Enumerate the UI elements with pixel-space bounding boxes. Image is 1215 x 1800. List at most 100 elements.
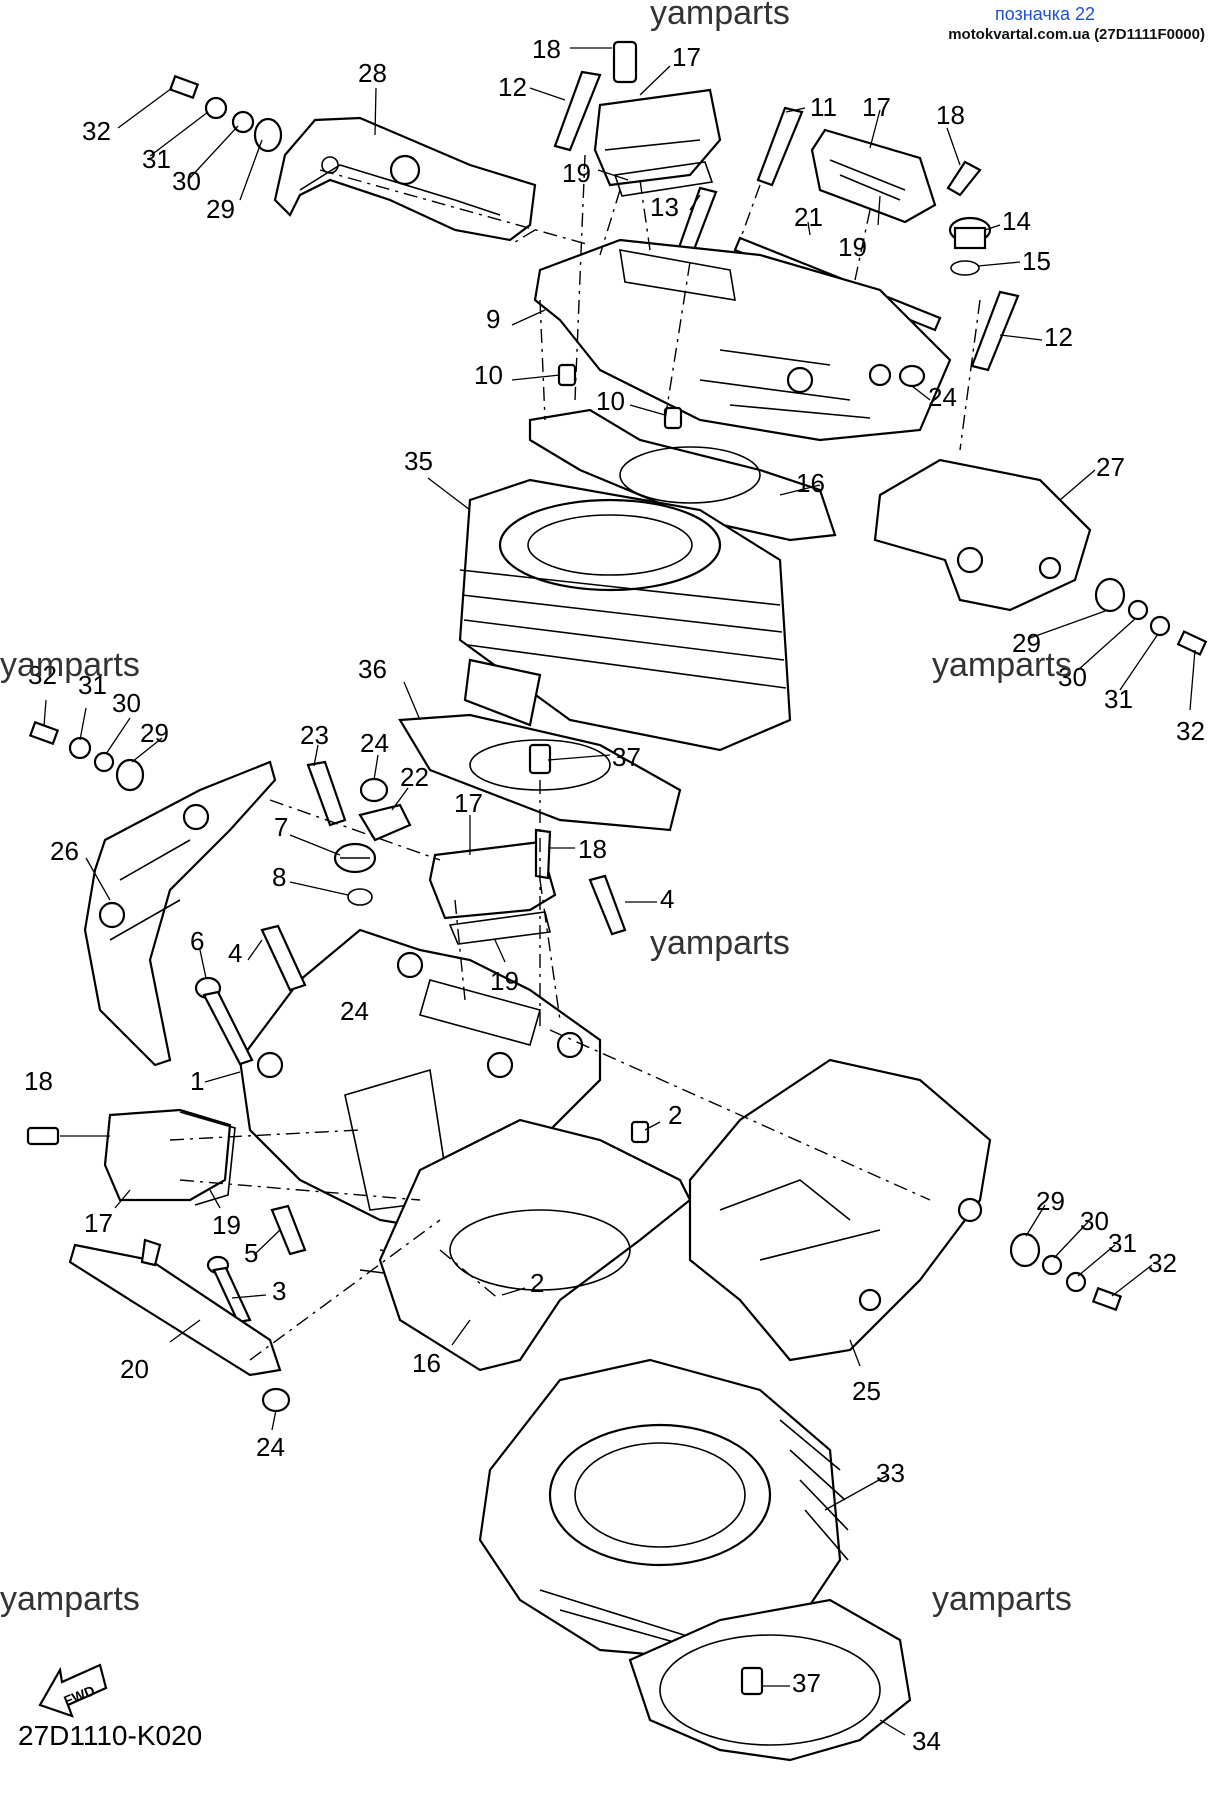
callout-label: 35 (404, 446, 433, 476)
part-12-bolt-top (553, 70, 602, 152)
callout-label: 4 (228, 938, 242, 968)
callout-label: 19 (838, 232, 867, 262)
hardware-right-upper (1094, 577, 1208, 656)
callout-label: 8 (272, 862, 286, 892)
callout-label: 18 (24, 1066, 53, 1096)
callout-label: 17 (862, 92, 891, 122)
part-4-bolts (260, 874, 627, 992)
callout-label: 6 (190, 926, 204, 956)
callout-label: 14 (1002, 206, 1031, 236)
assembly-lines (169, 154, 981, 1361)
callout-label: 31 (78, 670, 107, 700)
part-9-head-rear (533, 238, 952, 442)
part-35-cylinder-rear (458, 478, 792, 752)
part-5-bolt (270, 1204, 307, 1256)
callout-label: 18 (936, 100, 965, 130)
callout-label: 31 (1108, 1228, 1137, 1258)
callout-label: 27 (1096, 452, 1125, 482)
callout-label: 32 (82, 116, 111, 146)
part-17-cover-right (810, 128, 937, 224)
part-28-cover (273, 116, 537, 242)
callout-label: 10 (596, 386, 625, 416)
callout-label: 12 (1044, 322, 1073, 352)
callout-labels: 1 2 2 3 4 4 5 6 7 8 9 10 10 11 12 12 13 … (24, 34, 1205, 1756)
callout-label: 36 (358, 654, 387, 684)
callout-label: 21 (794, 202, 823, 232)
callout-label: 20 (120, 1354, 149, 1384)
watermarks: yamparts yamparts yamparts yamparts yamp… (0, 0, 1072, 1618)
part-27-cover-right (873, 458, 1092, 612)
part-16-gasket-upper (528, 408, 837, 542)
callout-label: 24 (928, 382, 957, 412)
callout-label: 15 (1022, 246, 1051, 276)
watermark-text: yamparts (932, 1580, 1072, 1618)
callout-label: 11 (810, 92, 837, 122)
callout-label: 30 (172, 166, 201, 196)
callout-label: 18 (532, 34, 561, 64)
part-16-gasket-lower (378, 1118, 692, 1372)
callout-label: 24 (256, 1432, 285, 1462)
header-source: motokvartal.com.ua (27D1111F0000) (948, 26, 1205, 43)
callout-label: 30 (1058, 662, 1087, 692)
callout-label: 16 (412, 1348, 441, 1378)
callout-label: 31 (142, 144, 171, 174)
callout-label: 4 (660, 884, 674, 914)
part-25-cover-front (688, 1058, 992, 1362)
part-19-gasket-top (613, 161, 714, 197)
callout-label: 17 (84, 1208, 113, 1238)
callout-label: 37 (792, 1668, 821, 1698)
part-24-nut-mid (359, 777, 389, 803)
callout-label: 32 (1176, 716, 1205, 746)
callout-label: 24 (360, 728, 389, 758)
callout-label: 19 (562, 158, 591, 188)
part-24-nut-bottom (261, 1387, 291, 1413)
callout-label: 22 (400, 762, 429, 792)
part-24-nut-top (898, 364, 926, 388)
callout-label: 32 (1148, 1248, 1177, 1278)
callout-label: 5 (244, 1238, 258, 1268)
part-6-bolt (194, 976, 254, 1066)
part-3-bolt (206, 1255, 252, 1324)
callout-label: 23 (300, 720, 329, 750)
callout-label: 29 (1012, 628, 1041, 658)
part-20-bracket (68, 1238, 282, 1377)
part-33-cylinder-front (478, 1358, 849, 1662)
diagram-code: 27D1110-K020 (18, 1720, 203, 1751)
callout-label: 29 (206, 194, 235, 224)
callout-label: 37 (612, 742, 641, 772)
part-17-cover-left (103, 1108, 236, 1206)
part-12-bolt-right (970, 290, 1020, 372)
leader-lines (43, 47, 1196, 1736)
watermark-text: yamparts (650, 924, 790, 962)
part-37-dowel-lower (740, 1666, 764, 1696)
callout-label: 28 (358, 58, 387, 88)
callout-label: 31 (1104, 684, 1133, 714)
callout-label: 2 (530, 1268, 544, 1298)
part-18-bolt-left (26, 1126, 60, 1146)
watermark-text: yamparts (0, 646, 140, 684)
callout-label: 3 (272, 1276, 286, 1306)
watermark-text: yamparts (0, 1580, 140, 1618)
callout-label: 33 (876, 1458, 905, 1488)
part-17-cover-top (593, 40, 722, 187)
callout-label: 9 (486, 304, 500, 334)
callout-label: 29 (140, 718, 169, 748)
part-14-plug (948, 216, 992, 276)
part-34-gasket-bottom (628, 1598, 912, 1762)
hardware-top-left (168, 74, 283, 153)
hardware-left (28, 720, 145, 792)
callout-label: 12 (498, 72, 527, 102)
callout-label: 19 (212, 1210, 241, 1240)
callout-label: 29 (1036, 1186, 1065, 1216)
part-37-dowel-upper (528, 743, 552, 775)
callout-label: 7 (274, 812, 288, 842)
callout-label: 17 (672, 42, 701, 72)
callout-label: 13 (650, 192, 679, 222)
part-23-bolt (306, 760, 347, 827)
callout-label: 17 (454, 788, 483, 818)
callout-label: 25 (852, 1376, 881, 1406)
part-11-bolt (756, 106, 804, 187)
part-18-bolt-mid (534, 828, 552, 880)
part-22-bracket (358, 803, 412, 842)
